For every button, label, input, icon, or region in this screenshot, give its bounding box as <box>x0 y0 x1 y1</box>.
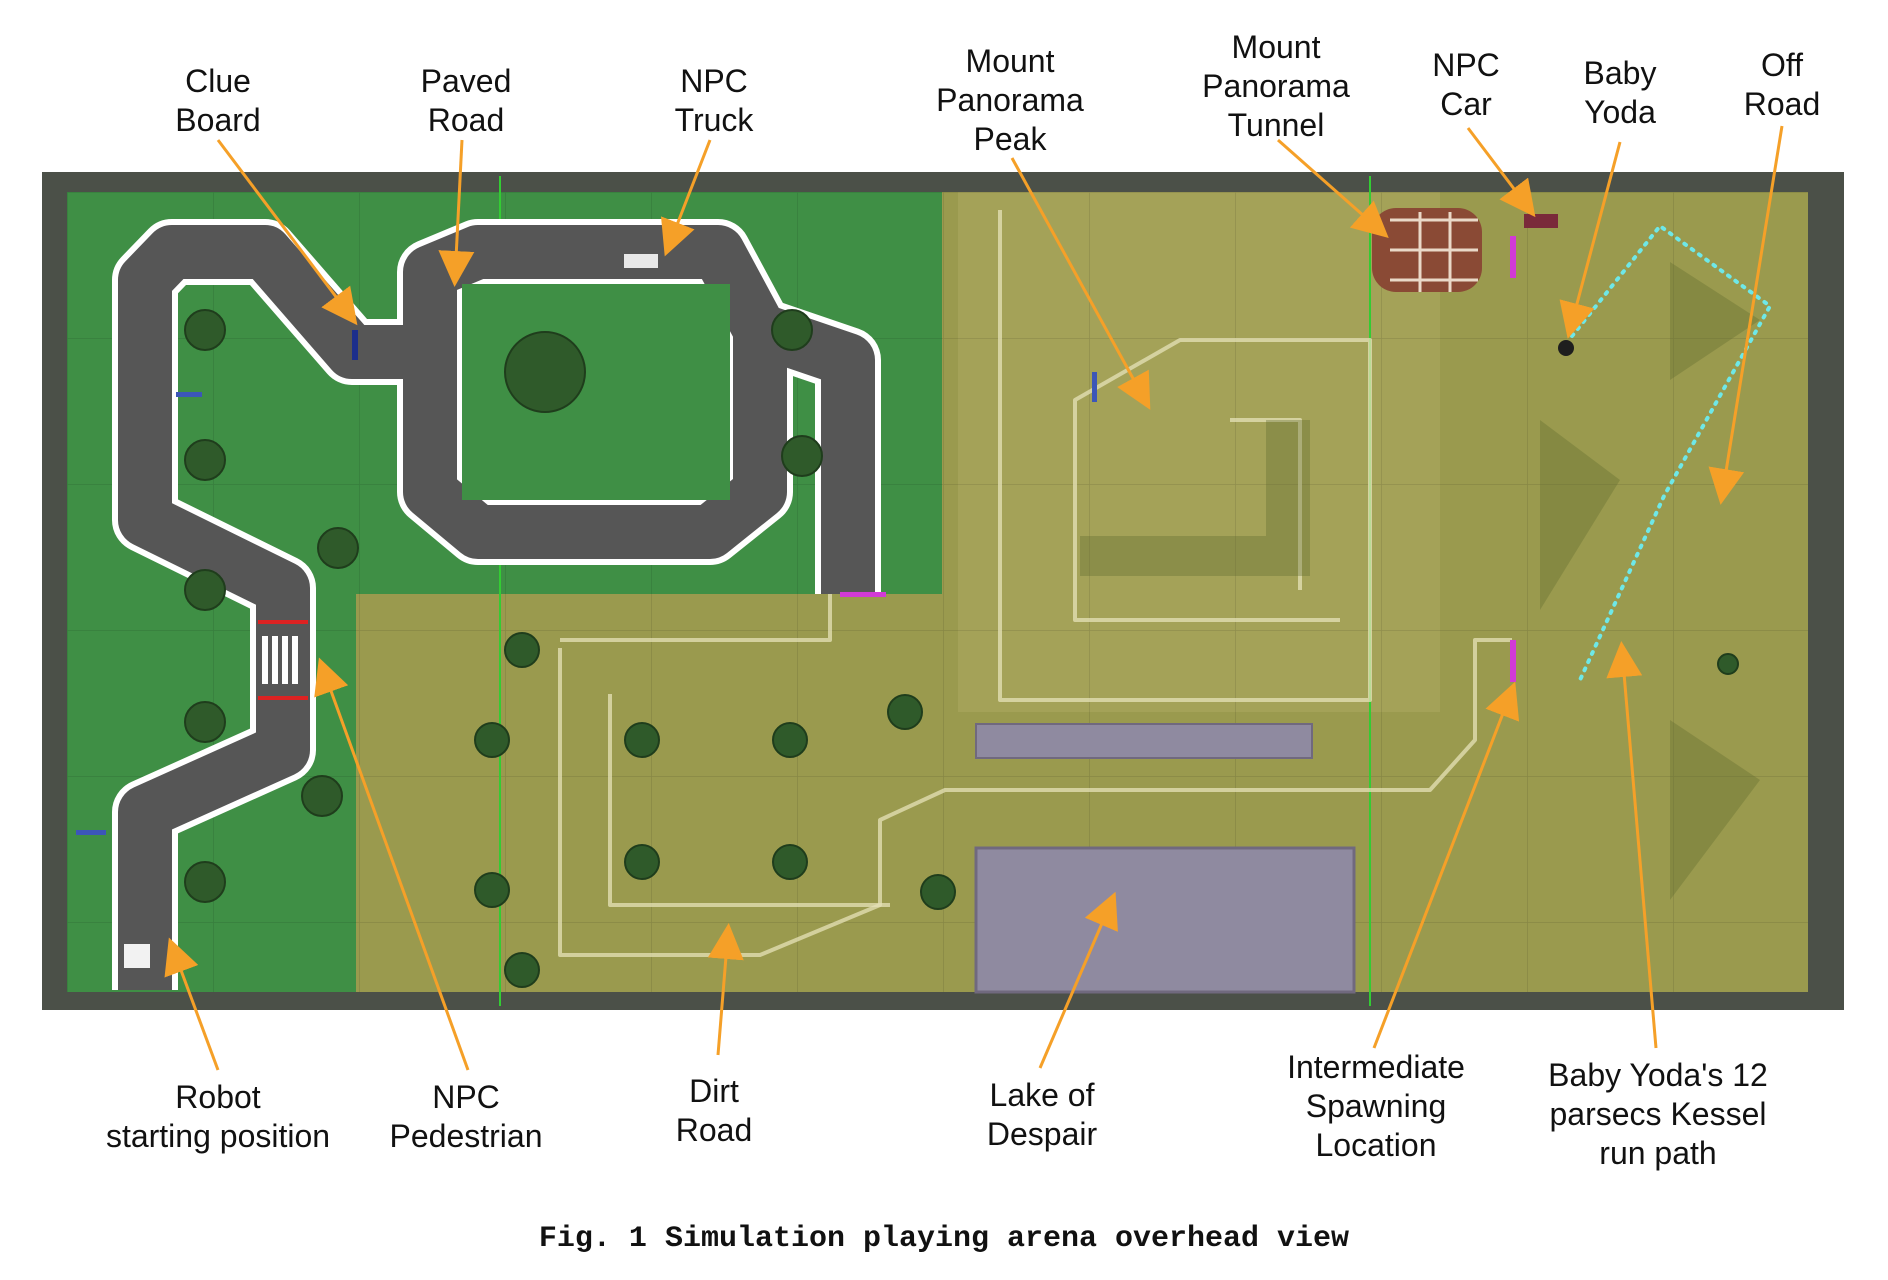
paved-road-loop-surface <box>403 330 787 559</box>
mount-panorama-tunnel <box>1372 208 1482 292</box>
trees <box>184 309 1739 988</box>
dirt-road <box>558 210 1512 957</box>
npc-truck-vehicle <box>624 254 658 268</box>
leader-arrows <box>164 125 1784 1071</box>
spawn-marker <box>1510 236 1516 278</box>
figure-caption: Fig. 1 Simulation playing arena overhead… <box>538 1222 1350 1256</box>
spawn-marker <box>840 592 886 597</box>
clue-board <box>176 392 202 397</box>
kessel-run-path <box>1570 223 1773 682</box>
crosswalk <box>258 620 308 700</box>
robot-vehicle <box>124 944 150 968</box>
baby-yoda-figure <box>1558 340 1574 356</box>
clue-board <box>1092 372 1097 402</box>
spawn-marker <box>1510 640 1516 682</box>
clue-board <box>352 330 358 360</box>
lake-of-despair <box>974 846 1356 994</box>
terrain-ramps <box>1080 262 1760 900</box>
npc-car-vehicle <box>1524 214 1558 228</box>
inner-grass-block <box>462 284 730 500</box>
clue-board <box>76 830 106 835</box>
lake-strip <box>975 723 1313 759</box>
